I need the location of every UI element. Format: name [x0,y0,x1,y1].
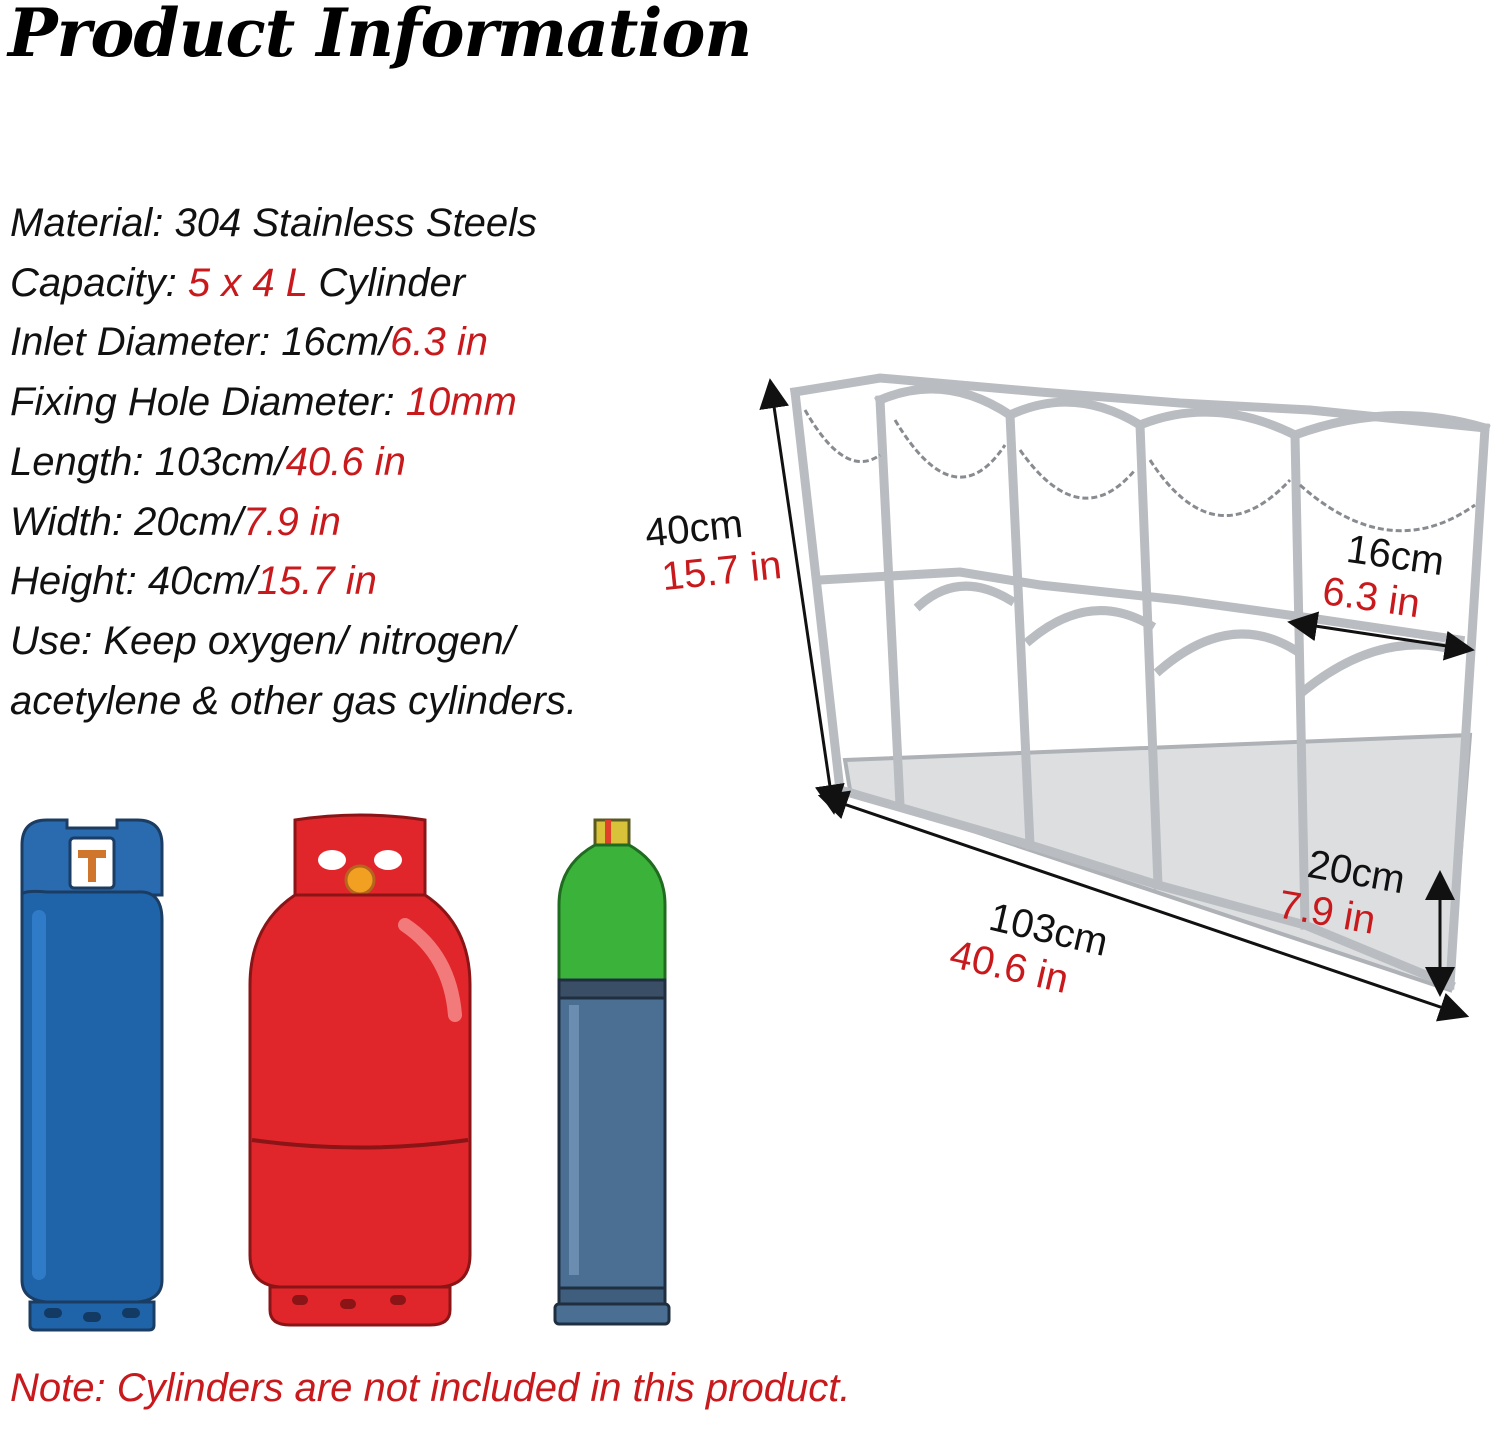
spec-use-line2: acetylene & other gas cylinders. [10,678,577,723]
spec-material: Material: 304 Stainless Steels [10,201,537,245]
green-gas-cylinder-icon [553,818,671,1326]
blue-gas-cylinder-icon [20,818,164,1332]
width-dimension-label: 20cm 7.9 in [1274,842,1409,943]
height-dimension-label: 40cm 15.7 in [643,501,784,600]
rack-chains [803,409,1476,533]
length-dimension-arrow [817,790,1470,1022]
inlet-dimension-label: 16cm 6.3 in [1319,527,1447,627]
page-title: Product Information [8,0,752,72]
spec-width: Width: 20cm/7.9 in [10,499,341,544]
inlet-dimension-arrow [1287,611,1475,661]
spec-inlet-diameter: Inlet Diameter: 16cm/6.3 in [10,320,489,365]
spec-length: Length: 103cm/40.6 in [10,439,406,484]
spec-fixing-hole: Fixing Hole Diameter: 10mm [10,380,517,425]
red-gas-cylinder-icon [248,813,472,1327]
height-dimension-arrow [759,378,845,815]
disclaimer-note: Note: Cylinders are not included in this… [10,1366,851,1410]
spec-list: Material: 304 Stainless Steels Capacity:… [10,194,577,731]
spec-height: Height: 40cm/15.7 in [10,559,377,604]
spec-use: Use: Keep oxygen/ nitrogen/ [10,618,515,663]
spec-capacity: Capacity: 5 x 4 L Cylinder [10,260,466,305]
